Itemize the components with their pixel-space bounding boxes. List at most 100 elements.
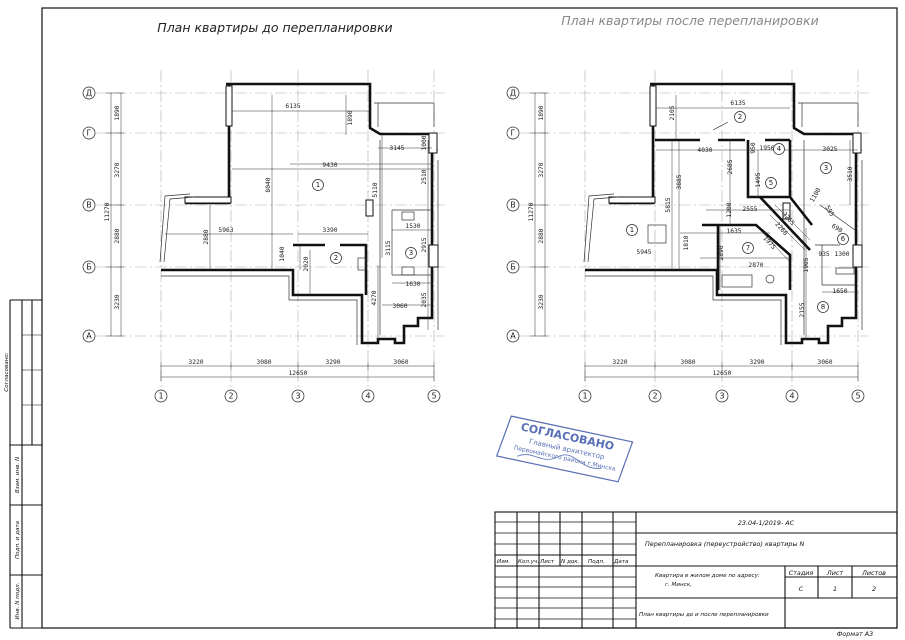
svg-text:3: 3 — [409, 249, 413, 257]
dim-text: 5963 — [218, 227, 233, 234]
project-name: Перепланировка (переустройство) квартиры… — [645, 540, 805, 548]
address-line-1: Квартира в жилом доме по адресу: — [655, 573, 760, 579]
column-axis-labels: 1 2 3 4 5 — [154, 389, 441, 403]
dim-text: 1950 — [759, 145, 774, 152]
sheets-value: 2 — [872, 585, 876, 593]
row-axis-labels: Д Г В Б А — [82, 86, 96, 343]
svg-text:Г: Г — [511, 129, 516, 138]
column — [782, 202, 791, 220]
svg-text:11270: 11270 — [104, 202, 111, 221]
dim-text: 1890 — [347, 110, 354, 125]
dim-text: 595 — [823, 205, 835, 219]
grid-axes — [518, 69, 870, 391]
svg-text:4: 4 — [777, 145, 782, 153]
dim-text: 2685 — [727, 159, 734, 174]
dim-text: 4270 — [371, 290, 378, 305]
svg-text:Д: Д — [510, 89, 516, 98]
svg-text:2: 2 — [334, 254, 338, 262]
room-marker: 2 — [330, 252, 342, 264]
header-list: Лист — [539, 559, 555, 565]
dim-text: 8040 — [265, 177, 272, 192]
dim-text: 6135 — [285, 103, 300, 110]
svg-text:2880: 2880 — [114, 228, 121, 243]
dim-text: 935 — [818, 251, 830, 258]
svg-text:1: 1 — [316, 181, 320, 189]
dim-text: 3145 — [389, 145, 404, 152]
dim-text: 3060 — [392, 303, 407, 310]
replaced-inv-label: Взам. инв. N — [15, 456, 21, 493]
header-izm: Изм. — [497, 559, 510, 565]
dim-text: 2880 — [203, 229, 210, 244]
partition-walls — [655, 138, 814, 251]
title-after: План квартиры после перепланировки — [561, 13, 818, 28]
dim-text: 3115 — [385, 240, 392, 255]
room-marker: 8 — [817, 301, 829, 313]
svg-text:3220: 3220 — [612, 359, 627, 366]
svg-text:12650: 12650 — [713, 370, 732, 377]
signature — [517, 454, 602, 469]
dim-text: 2510 — [421, 169, 428, 184]
dim-text: 5110 — [372, 182, 379, 197]
dim-text: 1810 — [683, 235, 690, 250]
row-axis-labels: Д Г В Б А — [506, 86, 520, 343]
svg-text:8: 8 — [821, 303, 825, 311]
plan-after: 6135 2105 4030 950 1950 3025 3885 2685 1… — [506, 69, 870, 403]
dim-text: 1905 — [803, 257, 810, 272]
room-marker: 6 — [837, 233, 849, 245]
header-data: Дата — [613, 559, 629, 565]
svg-text:2880: 2880 — [538, 228, 545, 243]
svg-text:3: 3 — [719, 392, 724, 401]
document-code: 23.04-1/2019- АС — [738, 519, 795, 527]
dim-text: 950 — [750, 142, 757, 154]
svg-text:6: 6 — [841, 235, 846, 243]
dim-text: 1000 — [421, 135, 428, 150]
address-line-2: г. Минск, — [665, 582, 692, 588]
dim-text: 1975 — [761, 235, 776, 251]
stage-label: Стадия — [789, 569, 814, 577]
svg-text:2: 2 — [228, 392, 233, 401]
dim-text: 1530 — [405, 223, 420, 230]
svg-text:3230: 3230 — [538, 294, 545, 309]
inv-orig-label: Инв. N подл. — [15, 582, 21, 619]
sheet-frame — [41, 7, 898, 629]
dim-text: 5815 — [665, 197, 672, 212]
overall-dims: 3220 3080 3290 3060 12650 1890 3270 2880… — [104, 105, 409, 377]
dim-text: 2035 — [421, 292, 428, 307]
column — [365, 199, 374, 217]
svg-text:В: В — [510, 201, 516, 210]
agreed-label: Согласовано: — [4, 352, 10, 392]
sheet-label: Лист — [826, 569, 843, 577]
dim-text: 1300 — [834, 251, 849, 258]
format-label: Формат А3 — [837, 630, 873, 638]
dim-text: 6135 — [730, 100, 745, 107]
svg-text:1890: 1890 — [538, 105, 545, 120]
svg-text:5: 5 — [855, 392, 860, 401]
sink-icon — [401, 211, 415, 221]
svg-text:1: 1 — [630, 226, 634, 234]
overall-dims: 3220 3080 3290 3060 12650 1890 3270 2880… — [528, 105, 833, 377]
room-marker: 7 — [742, 242, 754, 254]
svg-text:В: В — [86, 201, 92, 210]
dim-text: 2915 — [421, 237, 428, 252]
svg-text:А: А — [86, 332, 92, 341]
title-block: Изм. Кол.уч. Лист N док. Подп. Дата 23.0… — [494, 511, 898, 629]
dim-text: 1630 — [405, 281, 420, 288]
dim-text: 4030 — [697, 147, 712, 154]
header-n-dok: N док. — [561, 559, 580, 565]
svg-text:3060: 3060 — [393, 359, 408, 366]
svg-text:5: 5 — [769, 179, 773, 187]
svg-text:1890: 1890 — [114, 105, 121, 120]
dim-text: 1635 — [726, 228, 741, 235]
dim-text: 1495 — [755, 172, 762, 187]
room-marker: 5 — [765, 177, 777, 189]
svg-text:4: 4 — [365, 392, 370, 401]
sheet-value: 1 — [833, 585, 837, 593]
svg-text:3220: 3220 — [188, 359, 203, 366]
dim-text: 3390 — [322, 227, 337, 234]
svg-text:1: 1 — [158, 392, 163, 401]
bathroom-walls — [702, 223, 792, 290]
svg-text:3: 3 — [295, 392, 300, 401]
header-kol-uch: Кол.уч. — [518, 559, 539, 565]
bathroom-walls — [293, 243, 368, 295]
